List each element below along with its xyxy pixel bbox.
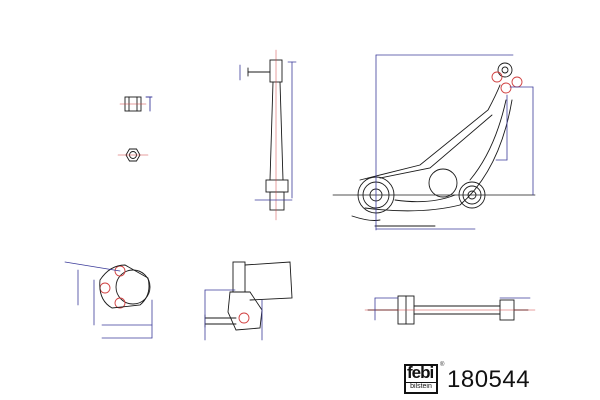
ball-joint-view [99,264,151,309]
nut-top-view [117,148,149,162]
ball-joint-dimensions [64,261,153,339]
registered-mark: ® [440,362,445,368]
stabilizer-link-dimensions [239,61,297,201]
rod-bushing-dimensions [374,297,531,321]
logo-subtext: bilstein [406,382,436,392]
logo-text: febi [407,363,434,382]
part-number: 180544 [447,366,531,393]
control-arm-top-view [332,62,536,227]
control-arm-dimensions [375,54,534,231]
stabilizer-link [247,49,289,221]
ball-joint-side-dimensions [204,289,263,341]
ball-joint-side-view [204,261,293,331]
febi-bilstein-logo: febi bilstein [404,363,438,394]
rod-bushing-view [364,295,536,325]
nut-side-view [119,96,153,112]
